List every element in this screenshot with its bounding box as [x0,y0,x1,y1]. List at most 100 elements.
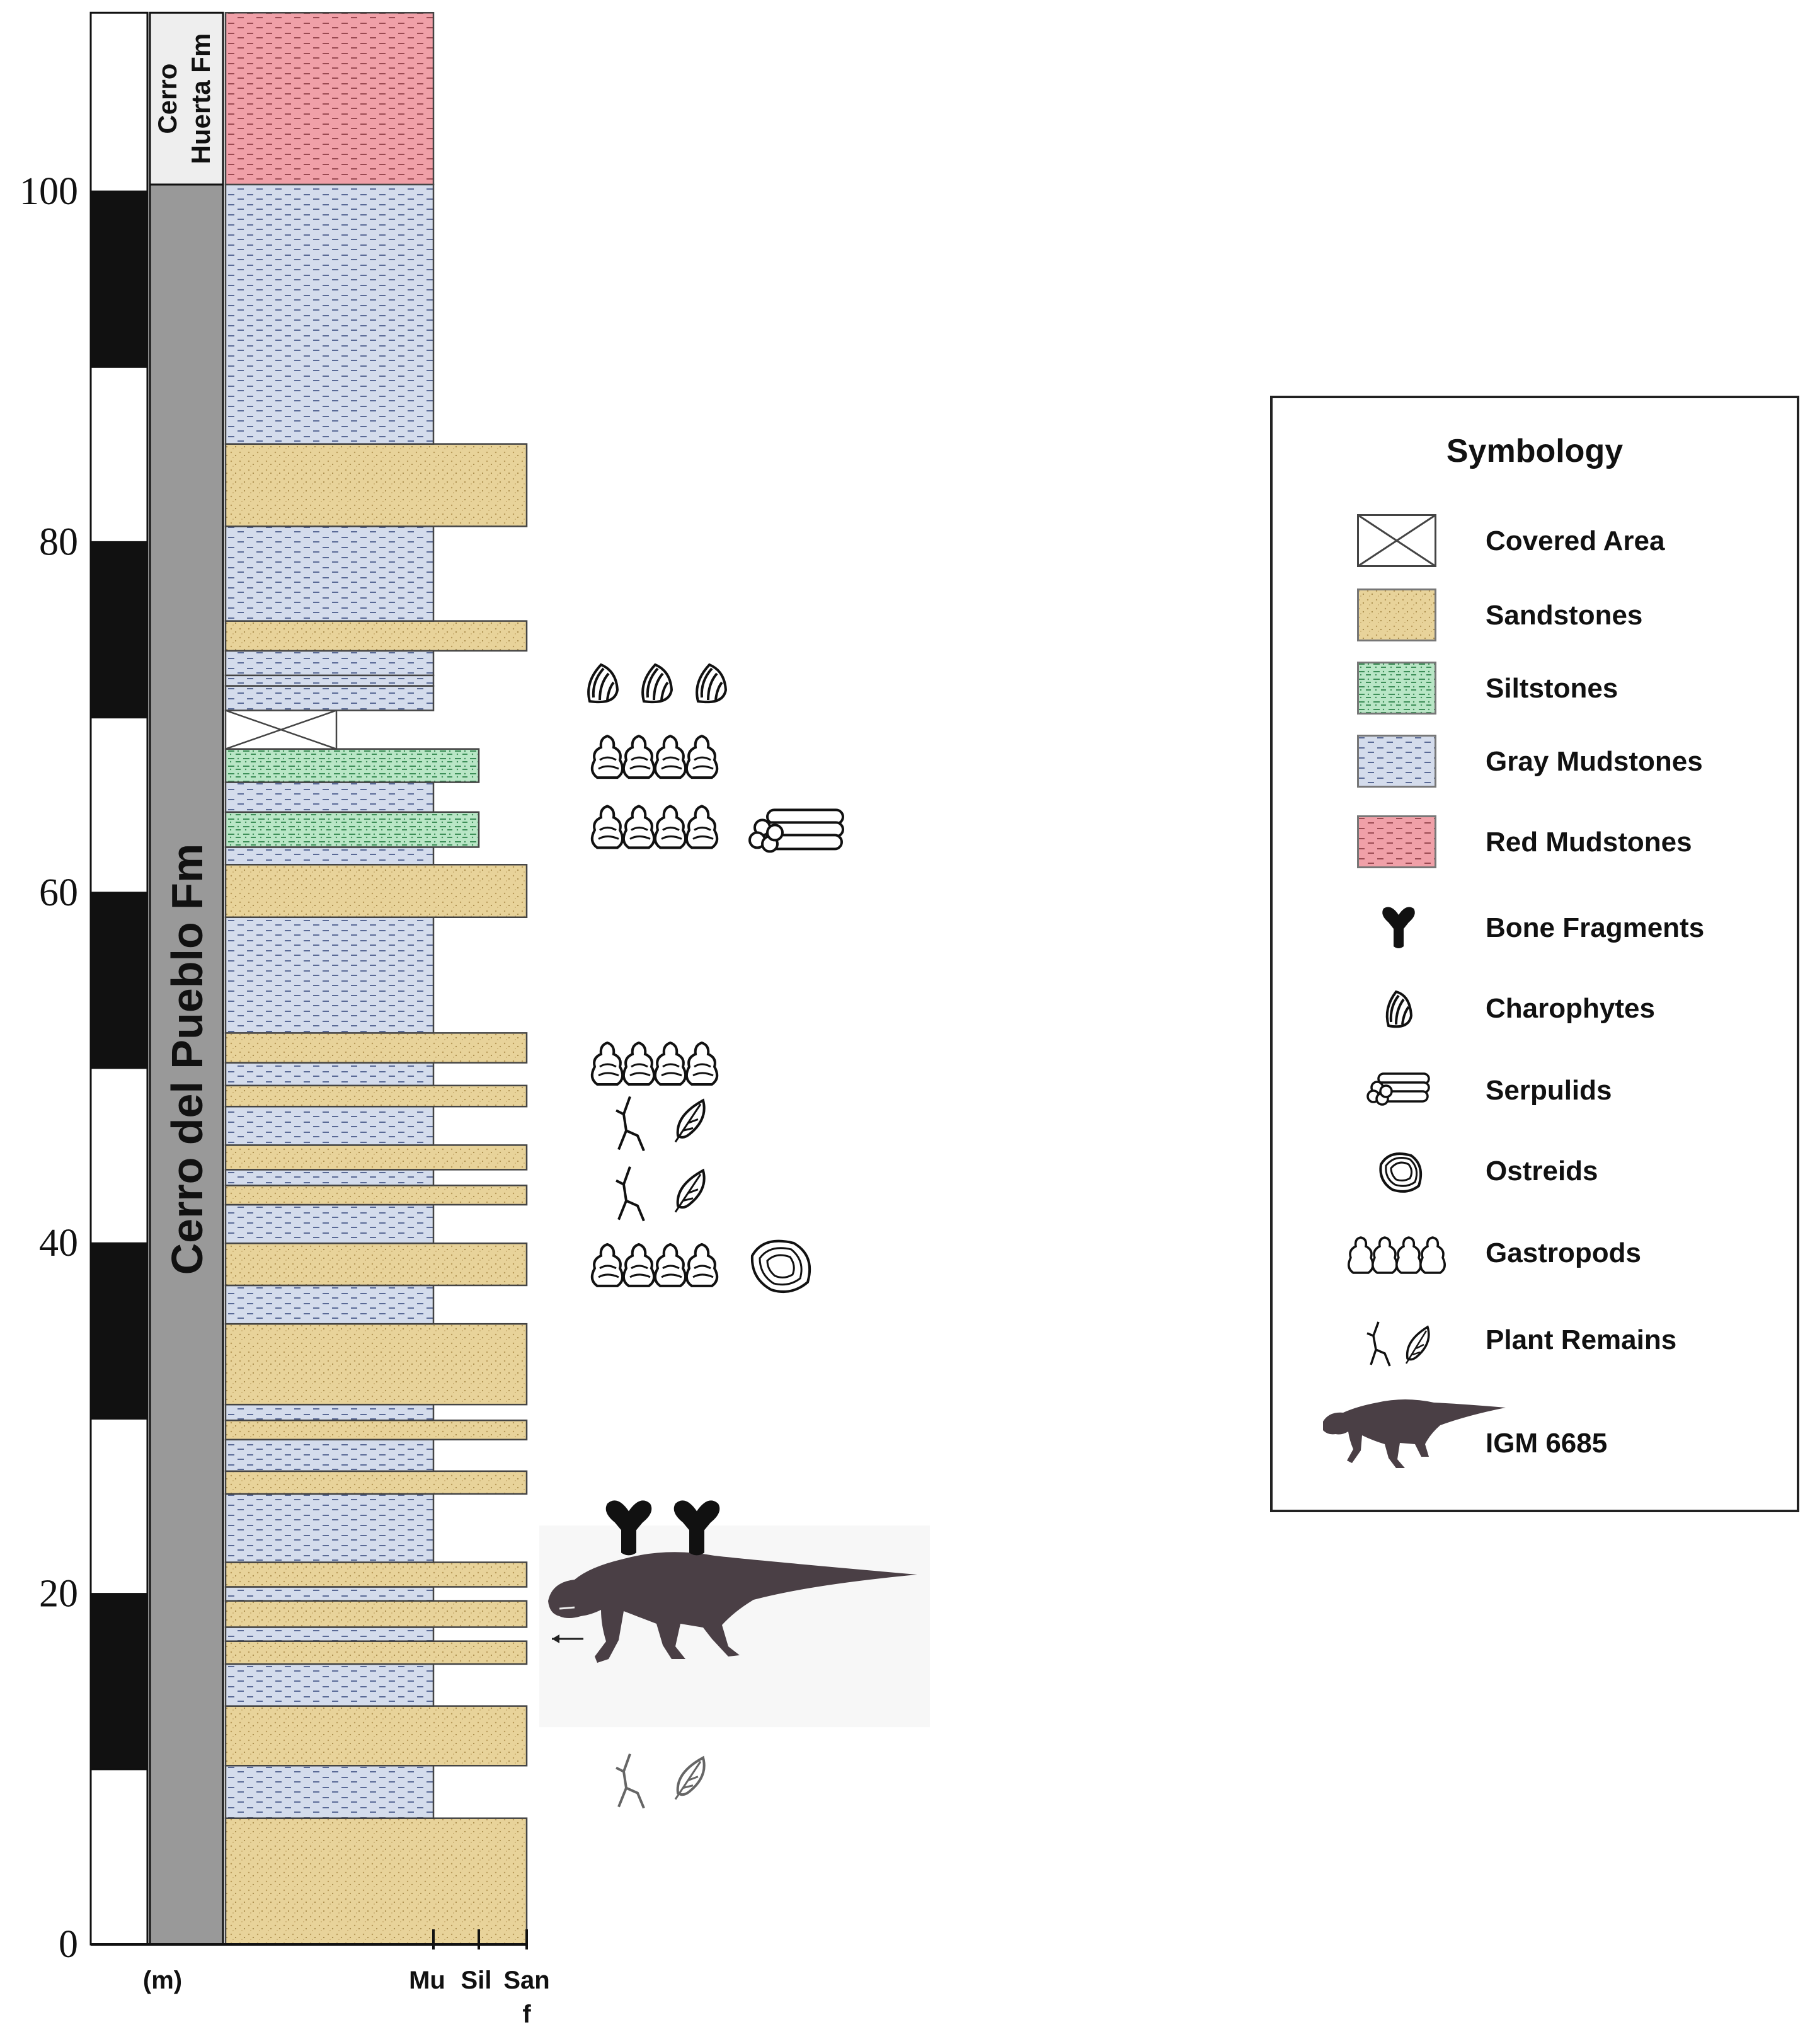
legend-item-charophytes: Charophytes [1273,977,1797,1040]
sandstone-swatch [1357,589,1436,641]
upper-formation-label-line-2: Huerta Fm [186,33,215,164]
gastropod-icon [685,805,719,849]
layer-gray-mudstone [224,525,435,622]
legend-panel: Symbology Covered Area Sandstones Siltst… [1270,396,1799,1512]
gastropod-icon [1348,1236,1446,1274]
bone-fragment-icon [1382,907,1415,948]
layer-sandstone [224,1817,528,1946]
layer-gray-mudstone [224,1203,435,1244]
polarity-zone-reversed [89,541,149,719]
serpulid-icon [1366,1072,1430,1106]
gastropod-icon [653,1041,687,1086]
layer-sandstone [224,1323,528,1406]
layer-red-mudstone [224,11,435,186]
legend-label: Plant Remains [1486,1324,1677,1355]
legend-item-sandstones: Sandstones [1273,583,1797,646]
legend-label: Ostreids [1486,1156,1598,1186]
layer-sandstone [224,1032,528,1064]
layer-sandstone [224,620,528,652]
legend-label: Serpulids [1486,1075,1612,1106]
dinosaur-backdrop [539,1525,930,1728]
polarity-zone-reversed [89,892,149,1069]
cerro-del-pueblo-formation [149,183,224,1946]
layer-sandstone [224,1600,528,1628]
specimen-arrow-head [552,1634,559,1644]
legend-item-red-mudstones: Red Mudstones [1273,810,1797,873]
red-mudstone-swatch [1357,815,1436,868]
gastropod-icon [622,805,656,849]
legend-label: Charophytes [1486,993,1655,1024]
polarity-zone-normal [89,1067,149,1244]
layer-gray-mudstone [224,1403,435,1421]
dinosaur-silhouette-icon [1323,1399,1506,1468]
siltstone-swatch [1357,662,1436,715]
ostreid-icon [1379,1152,1422,1193]
layer-gray-mudstone [224,1663,435,1707]
serpulid-icon [748,808,844,853]
charophyte-icon [1385,990,1413,1028]
legend-item-gray-mudstones: Gray Mudstones [1273,730,1797,793]
layer-gray-mudstone [224,1169,435,1186]
polarity-zone-reversed [89,1593,149,1771]
depth-tick-label: 60 [39,871,78,914]
layer-sandstone [224,1242,528,1287]
bone-fragment-icon [673,1500,720,1556]
layer-gray-mudstone [224,1105,435,1146]
layer-gray-mudstone [224,650,435,677]
gastropod-icon [622,1041,656,1086]
gastropod-icon [653,735,687,779]
polarity-zone-reversed [89,190,149,368]
layer-sandstone [224,1419,528,1441]
layer-sandstone [224,443,528,527]
legend-title: Symbology [1446,433,1624,469]
cerro-huerta-formation [149,11,224,186]
layer-sandstone [224,1084,528,1108]
bone-fragment-icon [605,1500,652,1556]
polarity-zone-reversed [89,1242,149,1420]
gray-mudstone-swatch [1357,735,1436,788]
depth-unit-label: (m) [143,1966,182,1994]
depth-tick-label: 0 [59,1923,78,1966]
gastropod-icon [622,1243,656,1287]
depth-tick-label: 100 [20,170,78,213]
legend-label: IGM 6685 [1486,1428,1608,1459]
dinosaur-silhouette-icon [539,1525,930,1728]
legend-item-plant-remains: Plant Remains [1273,1308,1797,1371]
polarity-zone-normal [89,11,149,193]
layer-sandstone [224,1640,528,1665]
polarity-zone-normal [89,1768,149,1946]
layer-gray-mudstone [224,1284,435,1325]
polarity-zone-normal [89,1417,149,1595]
charophyte-icon [587,663,619,704]
layer-sandstone [224,1185,528,1206]
upper-formation-label-line-1: Cerro [152,64,182,134]
plant-remains-icon [616,1753,706,1809]
layer-gray-mudstone [224,1586,435,1602]
legend-item-siltstones: Siltstones [1273,657,1797,720]
layer-gray-mudstone [224,1626,435,1642]
gastropod-icon [685,1243,719,1287]
layer-gray-mudstone [224,1764,435,1819]
layer-gray-mudstone [224,1062,435,1087]
gastropod-icon [653,1243,687,1287]
legend-item-ostreids: Ostreids [1273,1139,1797,1202]
ostreid-icon [750,1239,811,1294]
fossil-occurrences [539,663,930,1809]
grain-size-label: f [522,2001,531,2028]
legend-label: Siltstones [1486,673,1618,704]
layer-sandstone [224,1470,528,1495]
layer-sandstone [224,1144,528,1171]
grain-size-label: San [503,1966,549,1994]
plant-remains-icon [1366,1321,1430,1367]
legend-label: Sandstones [1486,600,1643,631]
depth-tick-label: 40 [39,1222,78,1265]
gastropod-icon [590,1041,624,1086]
covered-area-swatch [1357,514,1436,567]
legend-item-igm-6685: IGM 6685 [1273,1394,1797,1482]
legend-label: Gray Mudstones [1486,746,1703,777]
gastropod-icon [622,735,656,779]
legend-label: Bone Fragments [1486,912,1705,943]
depth-tick-label: 80 [39,520,78,563]
legend-item-gastropods: Gastropods [1273,1221,1797,1284]
